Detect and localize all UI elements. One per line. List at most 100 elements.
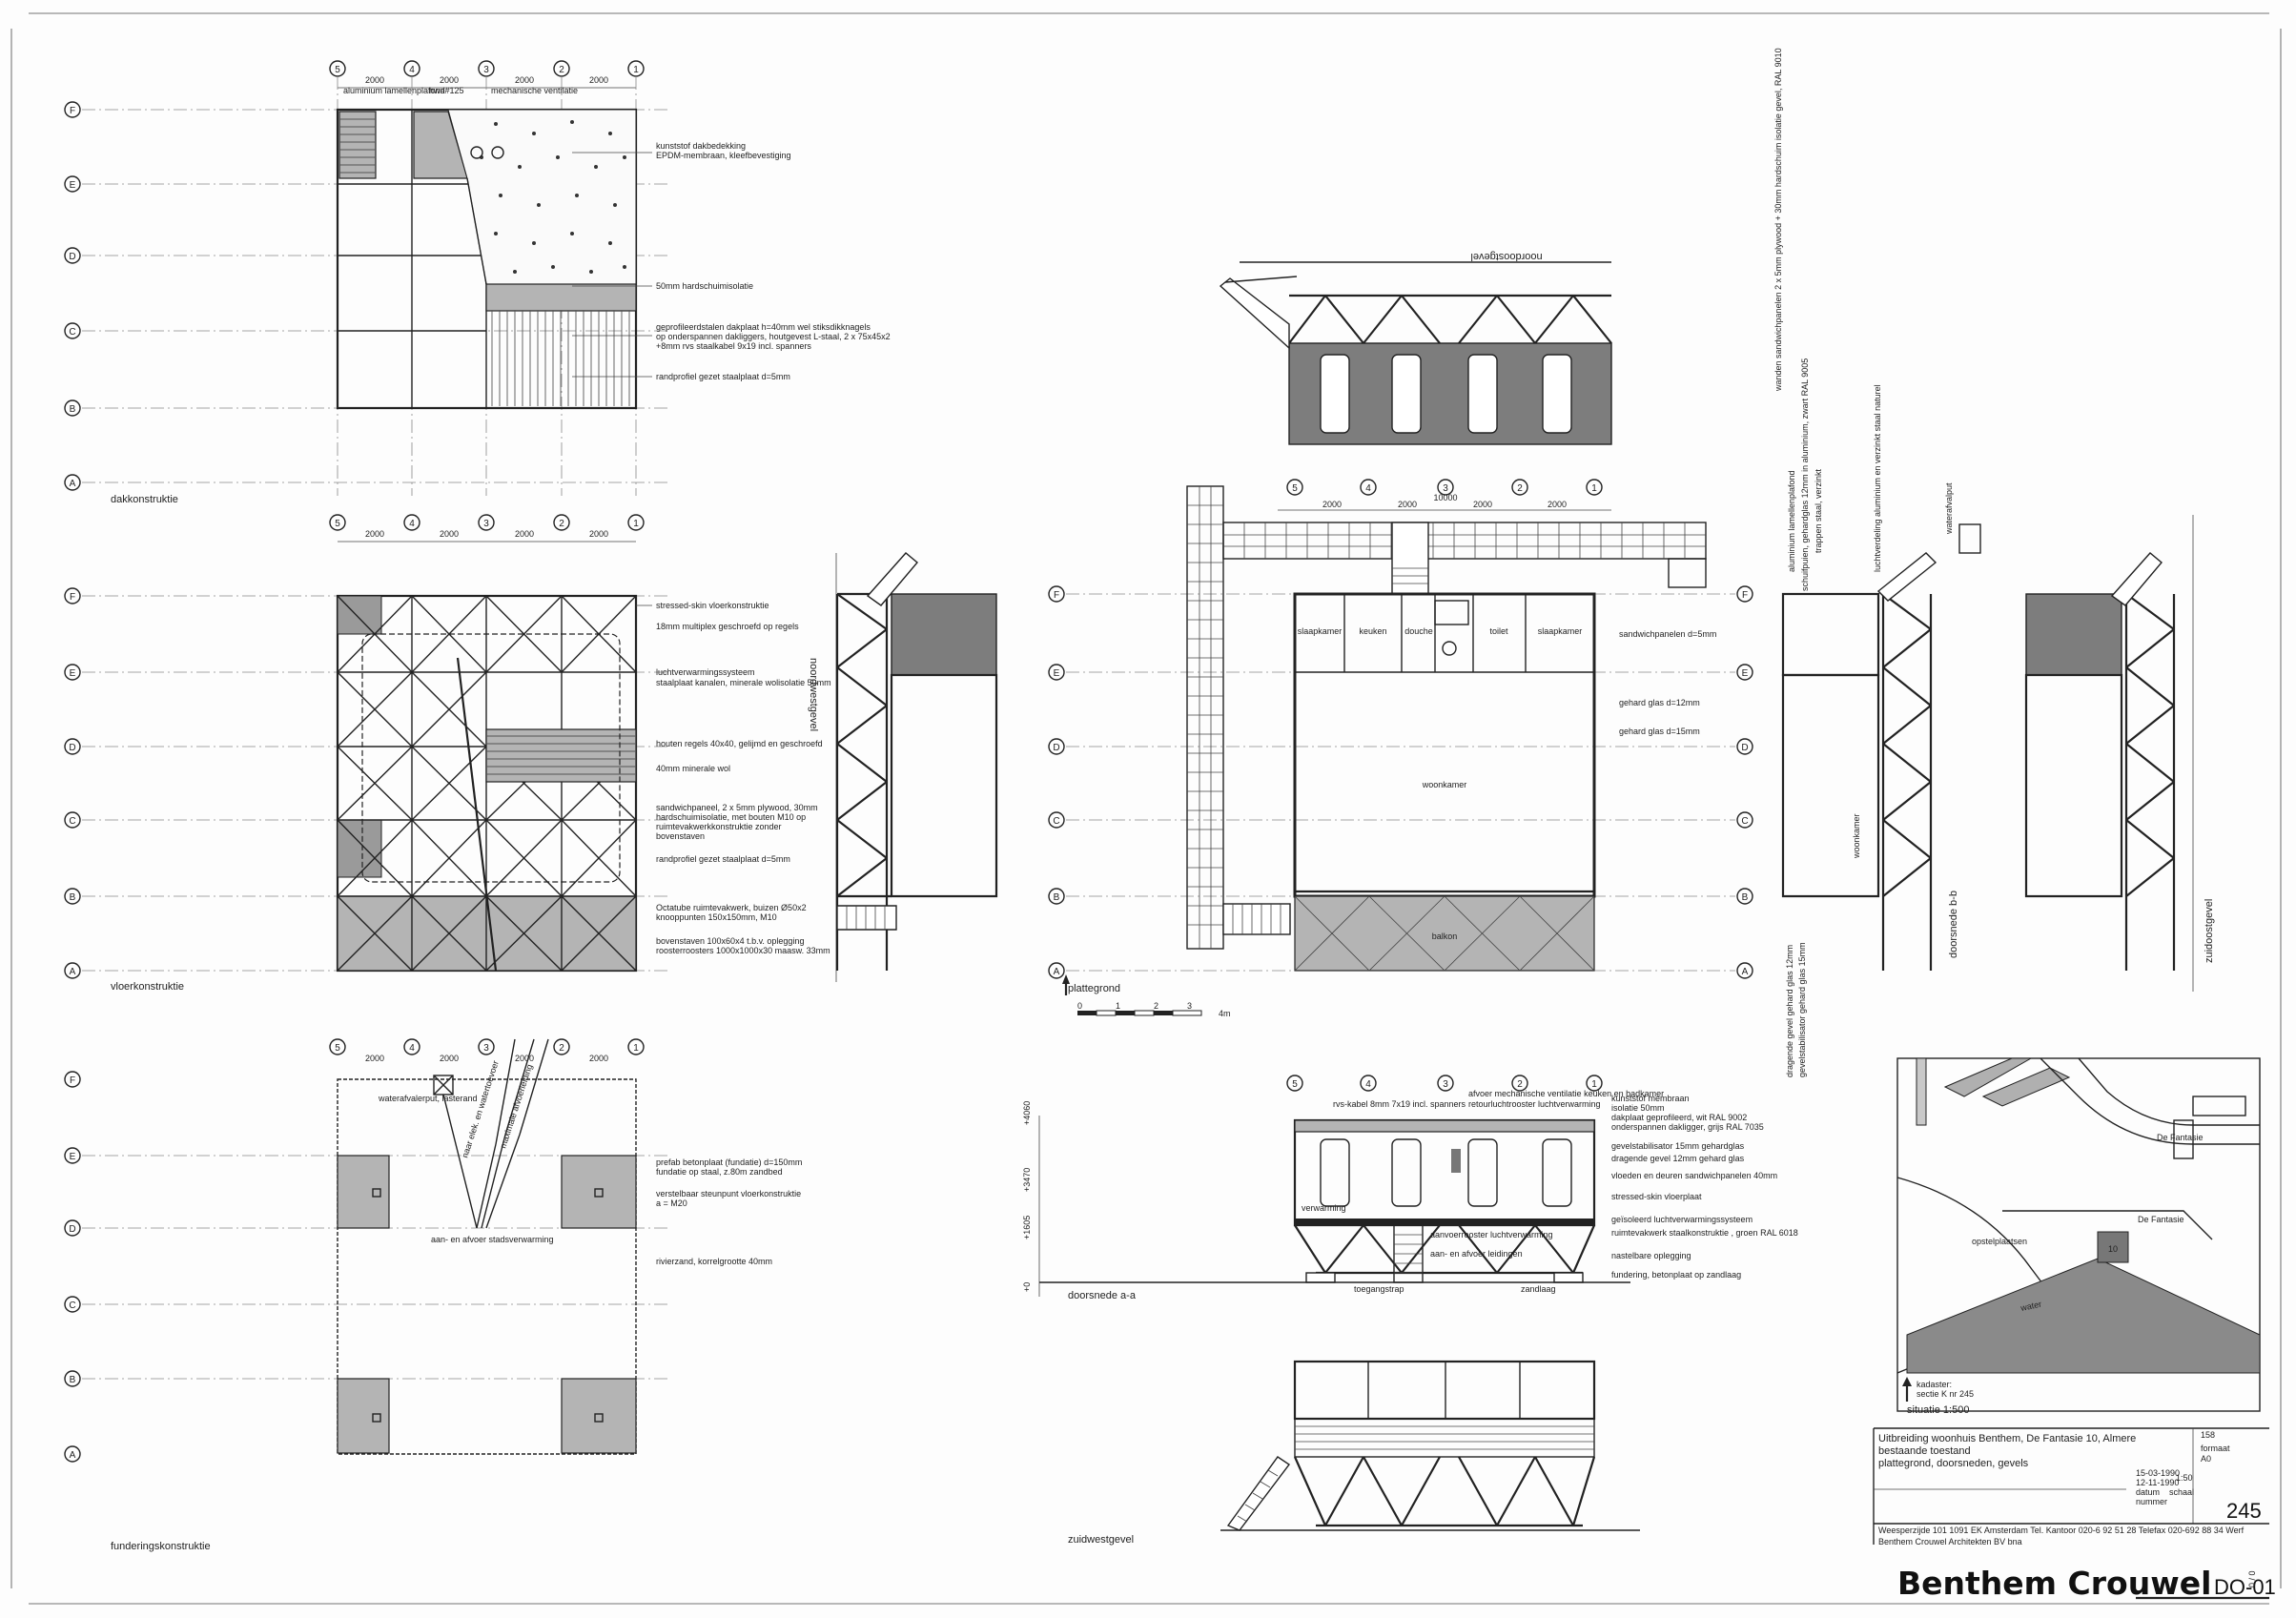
floor-plan: 5 4 3 2 1 10000 2000 2000 2000 2000 F E … bbox=[1048, 479, 1753, 1018]
drawing-contents: plattegrond, doorsneden, gevels bbox=[1878, 1458, 2029, 1469]
axis-row-b: B bbox=[70, 404, 76, 415]
sheet-number: 245 bbox=[2226, 1499, 2262, 1523]
axis-col-4: 4 bbox=[409, 65, 415, 75]
axis-row-c: C bbox=[69, 1301, 75, 1311]
axis-col-4: 4 bbox=[409, 1043, 415, 1054]
sandwich-panel-strip bbox=[485, 728, 637, 783]
plan-annotation: gehard glas d=12mm bbox=[1619, 698, 1700, 707]
span-dim: 2000 bbox=[1398, 500, 1417, 509]
axis-col-5: 5 bbox=[1292, 483, 1298, 494]
section-aa-annotation: zandlaag bbox=[1521, 1284, 1556, 1294]
span-dim: 2000 bbox=[1473, 500, 1492, 509]
southwest-elevation: zuidwestgevel bbox=[1068, 1360, 1640, 1546]
floor-annotation: 18mm multiplex geschroefd op regels bbox=[656, 622, 799, 631]
span-dim: 2000 bbox=[1548, 500, 1567, 509]
floor-annotation: knooppunten 150x150mm, M10 bbox=[656, 912, 777, 922]
support-point bbox=[594, 1413, 604, 1423]
support-point bbox=[372, 1413, 381, 1423]
date-2: 12-11-1990 bbox=[2136, 1478, 2179, 1487]
section-aa-annotation: stressed-skin vloerplaat bbox=[1611, 1192, 1702, 1201]
southwest-elevation-title: zuidwestgevel bbox=[1068, 1534, 1134, 1546]
plan-balcony bbox=[1294, 895, 1595, 972]
axis-row-b: B bbox=[1054, 892, 1060, 903]
floor-column-axes: 5 4 3 2 1 2000 2000 2000 2000 bbox=[329, 514, 645, 543]
shower-tray bbox=[1434, 600, 1469, 625]
foundation-annotation: prefab betonplaat (fundatie) d=150mm bbox=[656, 1157, 802, 1167]
span-dim: 2000 bbox=[365, 1054, 384, 1063]
floor-plan-title: vloerkonstruktie bbox=[111, 981, 184, 993]
floor-annotations: stressed-skin vloerkonstruktie 18mm mult… bbox=[636, 601, 831, 955]
axis-row-e: E bbox=[1054, 668, 1060, 679]
stair-flight bbox=[1876, 552, 1937, 602]
section-aa-annotation: onderspannen dakligger, grijs RAL 7035 bbox=[1611, 1122, 1764, 1132]
room-label: douche bbox=[1404, 626, 1433, 636]
house-footprint bbox=[2097, 1231, 2129, 1263]
section-aa-annotation: gevelstabilisator 15mm gehardglas bbox=[1611, 1141, 1745, 1151]
axis-col-5: 5 bbox=[335, 1043, 340, 1054]
room-label: balkon bbox=[1432, 932, 1458, 941]
number-label: nummer bbox=[2136, 1497, 2167, 1506]
scale-tick: 3 bbox=[1187, 1001, 1192, 1011]
span-dim: 2000 bbox=[515, 1054, 534, 1063]
axis-row-a: A bbox=[1054, 967, 1060, 977]
roof-insulation bbox=[485, 283, 637, 312]
stair-flight bbox=[1226, 1456, 1291, 1531]
section-aa-annotation: ruimtevakwerk staalkonstruktie , groen R… bbox=[1611, 1228, 1798, 1238]
kadaster-sub: sectie K nr 245 bbox=[1917, 1389, 1974, 1399]
project-number: 158 bbox=[2201, 1430, 2215, 1440]
roof-annotation: 50mm hardschuimisolatie bbox=[656, 281, 753, 291]
floor-annotation: 40mm minerale wol bbox=[656, 764, 730, 773]
lamel-ceiling-left bbox=[338, 111, 377, 179]
scale-tick: 2 bbox=[1154, 1001, 1158, 1011]
section-bb: wanden sandwichpanelen 2 x 5mm plywood +… bbox=[1773, 48, 1981, 1077]
roof-annotation: kunststof dakbedekking bbox=[656, 141, 746, 151]
house-number: 10 bbox=[2108, 1244, 2118, 1254]
axis-col-1: 1 bbox=[633, 65, 639, 75]
floor-annotation: hardschuimisolatie, met bouten M10 op bbox=[656, 812, 806, 822]
axis-row-d: D bbox=[69, 743, 75, 753]
axis-row-f: F bbox=[1742, 590, 1748, 601]
axis-row-f: F bbox=[70, 1075, 75, 1086]
southeast-elevation: zuidoostgevel bbox=[2024, 515, 2215, 992]
floor-annotation: sandwichpaneel, 2 x 5mm plywood, 30mm bbox=[656, 803, 818, 812]
stair-flight bbox=[866, 552, 918, 606]
floor-annotation: houten regels 40x40, gelijmd en geschroe… bbox=[656, 739, 823, 748]
axis-row-d: D bbox=[69, 252, 75, 262]
axis-col-2: 2 bbox=[559, 1043, 564, 1054]
axis-row-e: E bbox=[1742, 668, 1749, 679]
company-logo: Benthem Crouwel bbox=[1897, 1565, 2211, 1602]
axis-row-e: E bbox=[70, 180, 76, 191]
schaal-label: schaal bbox=[2169, 1487, 2194, 1497]
roof-annotation: EPDM-membraan, kleefbevestiging bbox=[656, 151, 791, 160]
support-point bbox=[594, 1188, 604, 1198]
axis-row-b: B bbox=[70, 1375, 76, 1385]
floor-annotation: roosterroosters 1000x1000x30 maasw. 33mm bbox=[656, 946, 830, 955]
foundation-annotation: waterafvalerput, lasterand bbox=[378, 1094, 478, 1103]
axis-col-2: 2 bbox=[559, 519, 564, 529]
section-aa-annotation: kunststof membraan bbox=[1611, 1094, 1690, 1103]
axis-row-e: E bbox=[70, 1152, 76, 1162]
walkway-grid bbox=[1186, 485, 1707, 950]
room-label: toilet bbox=[1489, 626, 1508, 636]
vent-icon bbox=[491, 146, 504, 159]
format-value: A0 bbox=[2201, 1454, 2211, 1464]
floor-annotation: randprofiel gezet staalplaat d=5mm bbox=[656, 854, 790, 864]
axis-row-f: F bbox=[70, 592, 75, 603]
axis-row-d: D bbox=[1741, 743, 1748, 753]
section-aa-annotation: verwarming bbox=[1302, 1203, 1346, 1213]
title-block: Uitbreiding woonhuis Benthem, De Fantasi… bbox=[1873, 1427, 2276, 1602]
axis-row-c: C bbox=[69, 327, 75, 338]
company-name: Benthem Crouwel Architekten BV bna bbox=[1878, 1537, 2022, 1546]
roof-annotation: mechanische ventilatie bbox=[491, 86, 578, 95]
scale-tick: 0 bbox=[1077, 1001, 1082, 1011]
scale-tick: 1 bbox=[1116, 1001, 1120, 1011]
street-label: De Fantasie bbox=[2138, 1215, 2184, 1224]
axis-row-b: B bbox=[1742, 892, 1749, 903]
span-dim: 2000 bbox=[365, 75, 384, 85]
foundation-pad bbox=[561, 1378, 637, 1454]
plan-column-axes: 5 4 3 2 1 10000 2000 2000 2000 2000 bbox=[1278, 479, 1611, 511]
section-aa-annotation: rvs-kabel 8mm 7x19 incl. spanners bbox=[1333, 1099, 1466, 1109]
span-dim: 2000 bbox=[515, 75, 534, 85]
span-dim: 2000 bbox=[440, 75, 459, 85]
